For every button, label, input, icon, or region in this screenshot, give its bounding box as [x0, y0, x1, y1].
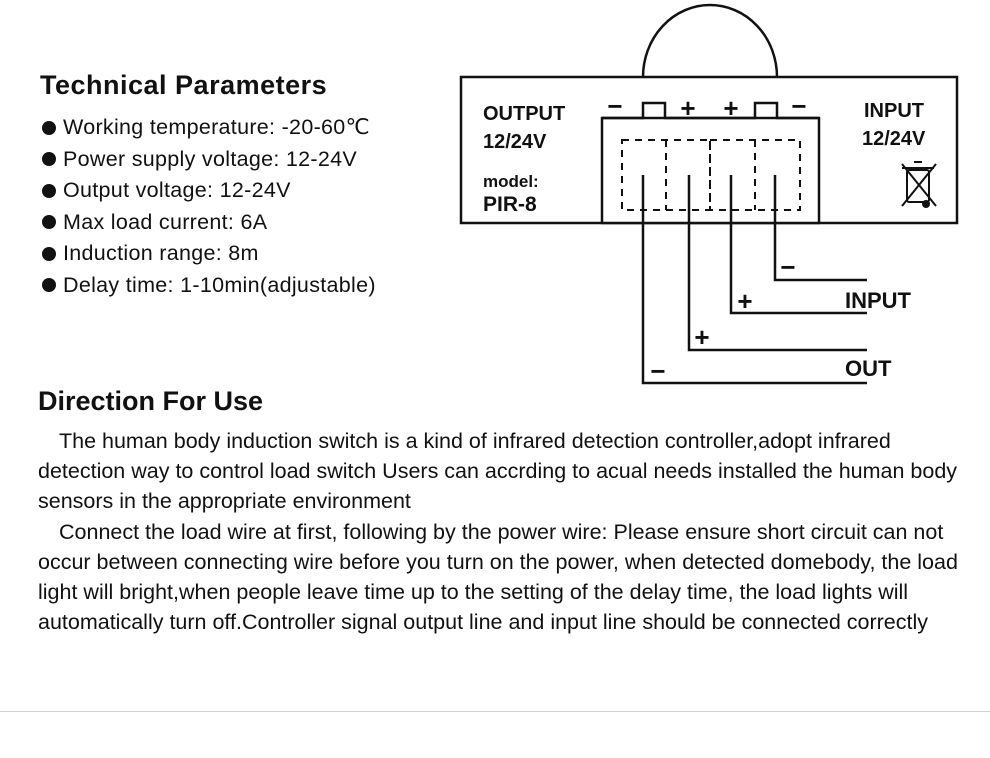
param-text: Induction range: 8m — [63, 241, 259, 266]
bullet-icon — [42, 152, 56, 167]
wire-out-label: OUT — [845, 356, 892, 381]
param-item: Working temperature: -20-60℃ — [42, 112, 376, 144]
wire-sign-neg-out: − — [650, 356, 665, 386]
model-value: PIR-8 — [483, 193, 537, 216]
param-text: Output voltage: 12-24V — [63, 178, 291, 203]
direction-paragraph-1: The human body induction switch is a kin… — [38, 429, 958, 514]
terminal-sign-3: + — [723, 93, 738, 123]
direction-paragraph-2: Connect the load wire at first, followin… — [38, 519, 958, 635]
param-item: Output voltage: 12-24V — [42, 175, 376, 207]
param-item: Induction range: 8m — [42, 238, 376, 270]
param-item: Delay time: 1-10min(adjustable) — [42, 270, 376, 302]
technical-parameters-title: Technical Parameters — [40, 70, 328, 100]
terminal-sign-4: − — [791, 91, 806, 121]
bullet-icon — [42, 120, 56, 135]
sensor-dome — [641, 3, 779, 78]
direction-body: The human body induction switch is a kin… — [38, 426, 968, 637]
param-text: Working temperature: -20-60℃ — [63, 115, 370, 140]
terminal-slots — [621, 139, 801, 211]
input-label: INPUT — [864, 100, 924, 122]
wire-sign-pos-input: + — [737, 286, 752, 316]
output-label: OUTPUT — [483, 103, 565, 125]
model-label: model: — [483, 172, 539, 191]
param-text: Max load current: 6A — [63, 209, 268, 234]
input-voltage: 12/24V — [862, 128, 926, 150]
param-item: Max load current: 6A — [42, 207, 376, 239]
terminal-top-outline — [602, 101, 819, 120]
terminal-sign-2: + — [680, 93, 695, 123]
output-voltage: 12/24V — [483, 131, 547, 153]
wires — [641, 175, 867, 385]
wiring-diagram: − + + − OUTPUT 12/24V model: PIR-8 INPUT… — [459, 3, 959, 386]
terminal-sign-1: − — [607, 91, 622, 121]
wire-input-label: INPUT — [845, 288, 912, 313]
bullet-icon — [42, 278, 56, 293]
direction-title: Direction For Use — [38, 386, 264, 416]
wire-sign-neg-input: − — [780, 252, 795, 282]
parameter-list: Working temperature: -20-60℃ Power suppl… — [42, 112, 376, 301]
param-text: Power supply voltage: 12-24V — [63, 146, 358, 171]
bullet-icon — [42, 246, 56, 261]
bottom-divider — [0, 711, 990, 712]
param-item: Power supply voltage: 12-24V — [42, 144, 376, 176]
crossed-bin-icon — [901, 161, 937, 208]
param-text: Delay time: 1-10min(adjustable) — [63, 272, 376, 297]
wire-sign-pos-out: + — [694, 322, 709, 352]
bullet-icon — [42, 215, 56, 230]
bullet-icon — [42, 183, 56, 198]
